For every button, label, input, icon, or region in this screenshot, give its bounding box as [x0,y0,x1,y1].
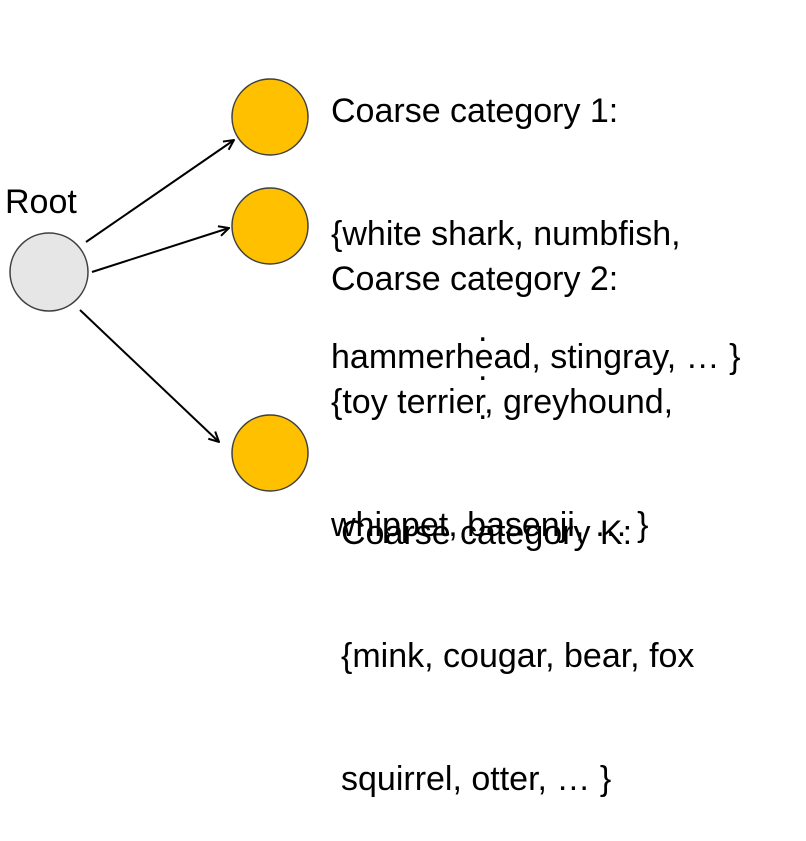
category-k-label: Coarse category K: {mink, cougar, bear, … [341,431,694,841]
category-2-node [231,187,309,265]
category-1-members-line-1: {white shark, numbfish, [331,215,681,253]
hierarchy-diagram [9,78,309,492]
edge-root-to-category-1 [85,140,234,243]
category-k-members-line-1: {mink, cougar, bear, fox [341,637,695,675]
category-1-label: Coarse category 1: {white shark, numbfis… [331,9,740,419]
category-k-title: Coarse category K: [341,514,633,552]
category-2-members-line-2: whippet, basenji, … } [331,506,649,544]
category-1-members-line-2: hammerhead, stingray, … } [331,338,741,376]
edge-root-to-category-2 [91,228,229,273]
category-2-title: Coarse category 2: [331,260,619,298]
ellipsis-dot-2: . [478,350,488,388]
category-k-members-line-2: squirrel, otter, … } [341,760,612,798]
root-label: Root [5,183,77,221]
category-1-node [231,78,309,156]
category-k-node [231,414,309,492]
category-2-members-line-1: {toy terrier, greyhound, [331,383,674,421]
edge-root-to-category-k [79,309,219,442]
root-node [9,232,89,312]
category-1-title: Coarse category 1: [331,92,619,130]
ellipsis-dot-3: . [478,389,488,427]
ellipsis-dot-1: . [478,311,488,349]
category-2-label: Coarse category 2: {toy terrier, greyhou… [331,177,673,587]
